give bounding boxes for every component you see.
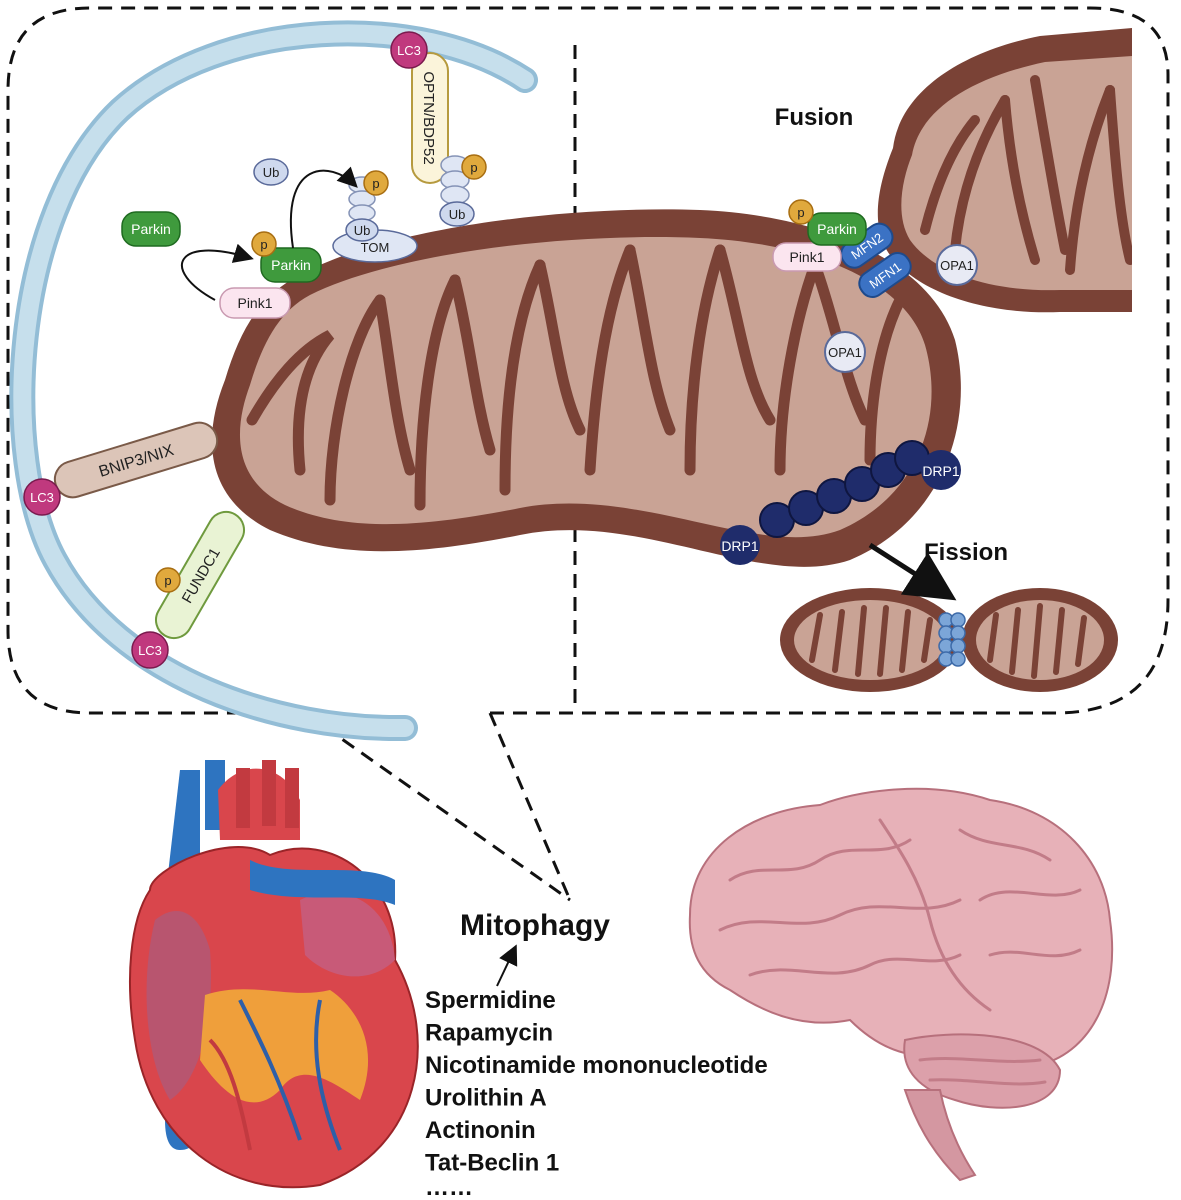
fission-title: Fission bbox=[924, 539, 1008, 566]
opa1-label-fusion: OPA1 bbox=[940, 258, 974, 273]
ub-chain-tom bbox=[348, 176, 376, 222]
fundc1-phospho-label: p bbox=[164, 573, 171, 588]
fusion-title: Fusion bbox=[775, 104, 854, 131]
fusion-phospho-label: p bbox=[797, 205, 804, 220]
tom-phospho-label: p bbox=[372, 176, 379, 191]
fundc1-phospho: p bbox=[155, 567, 181, 593]
fusion-pink1-label: Pink1 bbox=[789, 249, 824, 265]
heart-illustration bbox=[129, 760, 419, 1189]
drp1-chain bbox=[759, 440, 930, 538]
inducer-item: Tat-Beclin 1 bbox=[425, 1150, 559, 1177]
inducer-item: Actinonin bbox=[425, 1117, 536, 1144]
fission-arrow bbox=[868, 542, 957, 601]
ub-transfer-arrow bbox=[290, 166, 358, 249]
tom-phospho: p bbox=[363, 170, 389, 196]
drp1-unit-b: DRP1 bbox=[921, 450, 961, 490]
parkin-free: Parkin bbox=[121, 211, 181, 247]
mitochondrion-main bbox=[211, 209, 961, 567]
fusion-pink1: Pink1 bbox=[772, 242, 842, 272]
drp1-label-b: DRP1 bbox=[922, 463, 960, 479]
lc3-bottom: LC3 bbox=[131, 631, 169, 669]
mitophagy-title: Mitophagy bbox=[460, 909, 610, 942]
opa1-fusion: OPA1 bbox=[936, 244, 978, 286]
lc3-left: LC3 bbox=[23, 478, 61, 516]
parkin-phospho: p bbox=[251, 231, 277, 257]
inducer-item: Rapamycin bbox=[425, 1020, 553, 1047]
pink1-label: Pink1 bbox=[237, 295, 272, 311]
ub-free: Ub bbox=[253, 158, 289, 186]
optn-phospho: p bbox=[461, 154, 487, 180]
parkin-bound-label: Parkin bbox=[271, 257, 311, 273]
parkin-free-label: Parkin bbox=[131, 221, 171, 237]
fusion-parkin: Parkin bbox=[807, 212, 867, 246]
callout-frame bbox=[6, 6, 1170, 715]
inducer-item: Nicotinamide mononucleotide bbox=[425, 1052, 768, 1079]
parkin-activation-arrow bbox=[181, 243, 254, 301]
callout-pointer-right bbox=[488, 712, 572, 901]
tom-label: TOM bbox=[361, 240, 390, 255]
fusion-parkin-label: Parkin bbox=[817, 221, 857, 237]
pink1-main: Pink1 bbox=[219, 287, 291, 319]
callout-pointer-left bbox=[304, 711, 571, 902]
parkin-phospho-label: p bbox=[260, 237, 267, 252]
opa1-inner: OPA1 bbox=[824, 331, 866, 373]
ub-optn: Ub bbox=[439, 201, 475, 227]
lc3-top-label: LC3 bbox=[397, 43, 421, 58]
brain-illustration bbox=[688, 787, 1114, 1182]
opa1-label-inner: OPA1 bbox=[828, 345, 862, 360]
ub-tom-label: Ub bbox=[354, 223, 371, 238]
bnip3-nix-receptor: BNIP3/NIX bbox=[53, 421, 219, 499]
ub-optn-label: Ub bbox=[449, 207, 466, 222]
inducer-ellipsis: …… bbox=[425, 1174, 473, 1200]
lc3-bottom-label: LC3 bbox=[138, 643, 162, 658]
ub-free-label: Ub bbox=[263, 165, 280, 180]
lc3-left-label: LC3 bbox=[30, 490, 54, 505]
drp1-unit-a: DRP1 bbox=[720, 525, 760, 565]
ub-tom: Ub bbox=[345, 218, 379, 242]
inducer-item: Urolithin A bbox=[425, 1085, 547, 1112]
mitochondrion-fusion-partner bbox=[877, 28, 1132, 313]
optn-label: OPTN/BDP52 bbox=[420, 71, 437, 164]
mitochondria-fission-products bbox=[780, 588, 1118, 692]
lc3-top: LC3 bbox=[390, 31, 428, 69]
inducer-arrow bbox=[496, 944, 518, 987]
parkin-bound: Parkin bbox=[260, 247, 322, 283]
drp1-label-a: DRP1 bbox=[721, 538, 759, 554]
fusion-phospho: p bbox=[788, 199, 814, 225]
inducer-item: Spermidine bbox=[425, 987, 556, 1014]
optn-phospho-label: p bbox=[470, 160, 477, 175]
optn-receptor: OPTN/BDP52 bbox=[411, 52, 449, 184]
